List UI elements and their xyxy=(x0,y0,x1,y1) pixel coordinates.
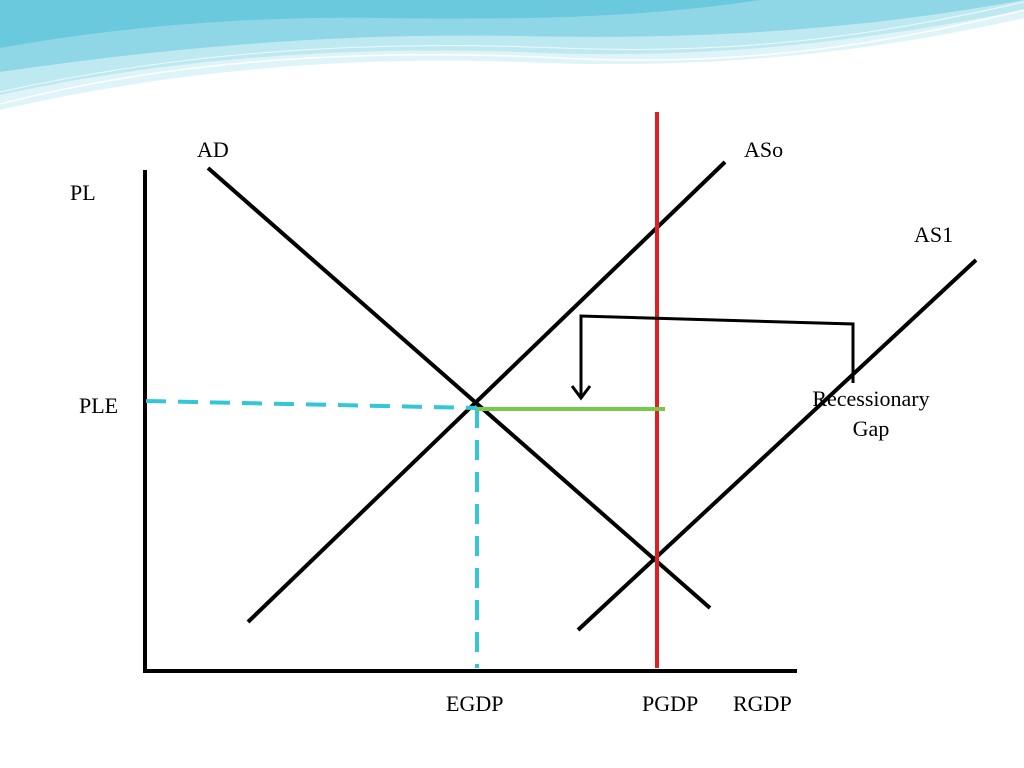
ple-guide-dashed xyxy=(145,399,478,410)
as0-curve-label: ASo xyxy=(744,137,784,162)
as1-curve xyxy=(576,258,978,632)
ad-curve xyxy=(206,166,712,610)
x-axis-label: RGDP xyxy=(733,691,792,716)
as0-curve xyxy=(246,160,727,624)
ad-curve-label: AD xyxy=(197,137,229,162)
ple-label: PLE xyxy=(79,393,119,418)
header-wave-decoration xyxy=(0,0,1024,110)
egdp-label: EGDP xyxy=(446,691,504,716)
pgdp-label: PGDP xyxy=(642,691,699,716)
recessionary-gap-label: Recessionary Gap xyxy=(796,384,946,444)
y-axis-label: PL xyxy=(70,180,96,205)
recessionary-gap-line2: Gap xyxy=(852,416,890,441)
as1-curve-label: AS1 xyxy=(914,222,954,247)
recessionary-gap-line1: Recessionary xyxy=(812,386,930,411)
gap-pointer-bracket xyxy=(579,314,855,398)
down-arrow-icon xyxy=(570,385,592,401)
